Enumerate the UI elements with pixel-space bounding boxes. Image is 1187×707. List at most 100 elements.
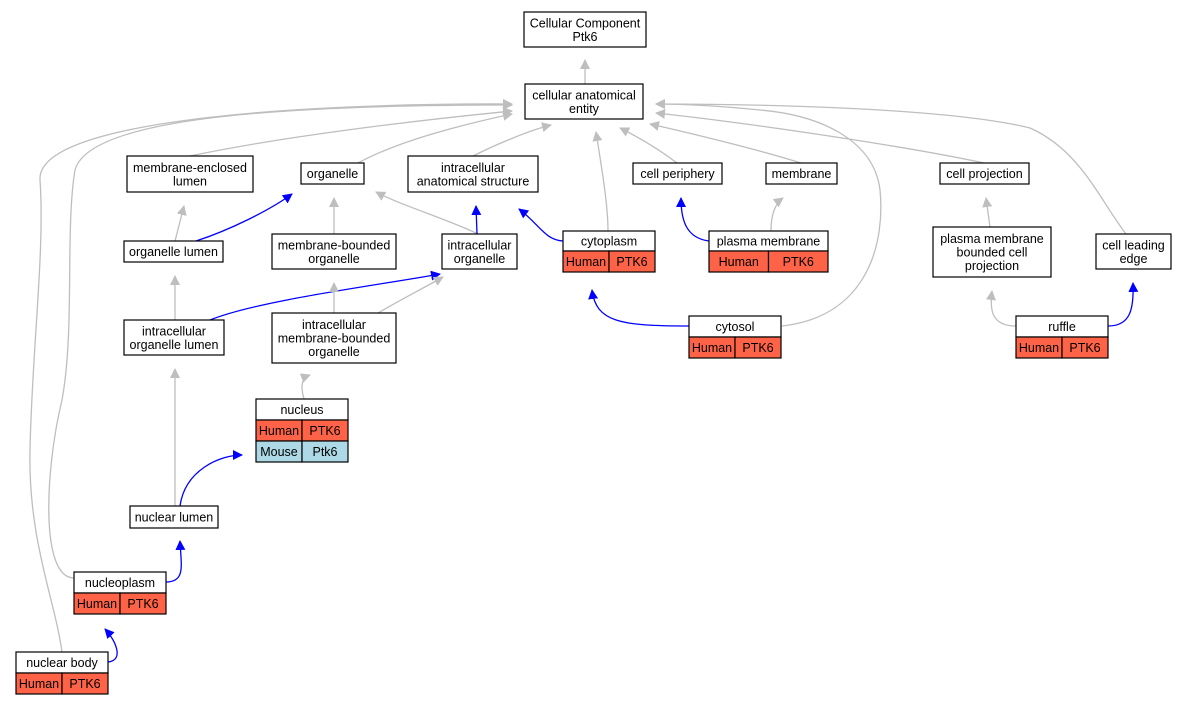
node-box (765, 162, 838, 185)
node-label: membrane (772, 167, 832, 181)
node-label: intracellular (142, 324, 206, 338)
node-box (441, 233, 518, 270)
edge-nucbody-to-nucleoplasm (104, 628, 118, 663)
node-box (126, 155, 254, 193)
gene-label: PTK6 (783, 255, 814, 269)
species-label: Mouse (260, 445, 298, 459)
edge-imbo-to-intraorg (377, 276, 444, 314)
species-label: Human (77, 597, 117, 611)
node-label: intracellular (302, 318, 366, 332)
node-label: cytoplasm (581, 235, 637, 249)
node-box (932, 226, 1052, 278)
edge-iol-to-intraorg (209, 270, 441, 321)
edge-orglumen-to-organelle (195, 193, 293, 242)
node-membrane[interactable]: membrane (765, 162, 838, 185)
node-label: bounded cell (957, 246, 1028, 260)
edge-cytosol-to-cytoplasm (588, 289, 690, 327)
edge-plasmamem-to-membrane (770, 197, 784, 232)
node-label: Cellular Component (530, 16, 641, 30)
node-label: plasma membrane (717, 235, 821, 249)
gene-label: Ptk6 (312, 445, 337, 459)
node-label: organelle (307, 167, 358, 181)
gene-label: PTK6 (69, 677, 100, 691)
species-label: Human (566, 255, 606, 269)
gene-cell (767, 250, 829, 273)
gene-label: PTK6 (742, 341, 773, 355)
node-label: organelle (308, 345, 359, 359)
gene-label: PTK6 (127, 597, 158, 611)
edge-organelle-to-cae (357, 110, 513, 164)
node-label: cellular anatomical (532, 88, 636, 102)
node-cellperiph[interactable]: cell periphery (632, 162, 723, 185)
edge-orglumen-to-mel (174, 205, 187, 242)
species-label: Human (19, 677, 59, 691)
gene-cell (734, 336, 782, 359)
gene-cell (61, 672, 109, 695)
node-label: entity (569, 102, 600, 116)
node-label: nuclear lumen (135, 511, 214, 525)
node-orglumen[interactable]: organelle lumen (123, 240, 224, 263)
node-box (123, 240, 224, 263)
edge-intraorg-to-organelle (375, 191, 479, 235)
edge-ruffle-to-cle (1107, 282, 1139, 327)
node-label: plasma membrane (940, 232, 1044, 246)
edge-cytoplasm-to-cae (592, 131, 609, 232)
edges-layer (29, 59, 1139, 663)
gene-cell (1061, 336, 1109, 359)
node-box (300, 162, 365, 185)
node-label: nucleus (280, 403, 323, 417)
node-box (407, 155, 539, 193)
node-label: cell projection (946, 167, 1022, 181)
node-nuclumen[interactable]: nuclear lumen (129, 505, 219, 529)
edge-nucleoplasm-to-nuclumen (165, 540, 186, 583)
node-label: membrane-enclosed (133, 161, 247, 175)
edge-cellproj-to-cae (655, 108, 985, 164)
node-organelle[interactable]: organelle (300, 162, 365, 185)
node-label: nucleoplasm (85, 576, 155, 590)
species-label: Human (1019, 341, 1059, 355)
edge-nucbody-to-cae (29, 98, 513, 653)
species-label: Human (719, 255, 759, 269)
node-label: ruffle (1048, 320, 1076, 334)
node-label: organelle (308, 252, 359, 266)
edge-membrane-to-cae (649, 121, 802, 164)
edge-ias-to-cae (472, 122, 552, 157)
node-label: membrane-bounded (278, 332, 391, 346)
edge-ruffle-to-pmbcp (985, 290, 1017, 327)
edge-cytoplasm-to-ias (518, 208, 564, 242)
node-box (129, 505, 219, 529)
node-label: organelle lumen (129, 245, 218, 259)
gene-label: PTK6 (616, 255, 647, 269)
gene-cell (608, 250, 656, 273)
node-box (939, 162, 1030, 185)
species-label: Human (692, 341, 732, 355)
node-label: organelle (454, 252, 505, 266)
node-label: intracellular (448, 238, 512, 252)
node-box (123, 319, 225, 356)
node-label: cell leading (1102, 238, 1165, 252)
edge-pmbcp-to-cellproj (982, 197, 993, 228)
node-label: edge (1120, 252, 1148, 266)
node-label: membrane-bounded (278, 238, 391, 252)
node-box (271, 233, 397, 270)
node-label: anatomical structure (417, 174, 530, 188)
node-cellproj[interactable]: cell projection (939, 162, 1030, 185)
